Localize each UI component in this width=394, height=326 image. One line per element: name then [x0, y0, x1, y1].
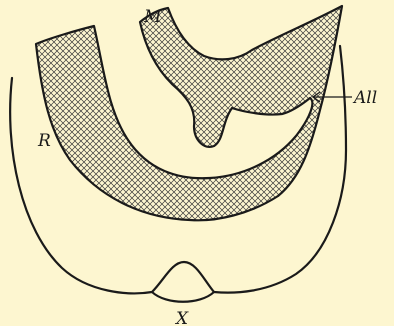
label-all: All — [352, 88, 377, 108]
label-x: X — [174, 309, 189, 326]
x-lower-arc — [152, 292, 214, 302]
hatched-region — [36, 6, 342, 220]
label-m: M — [143, 7, 162, 27]
label-r: R — [37, 131, 51, 151]
